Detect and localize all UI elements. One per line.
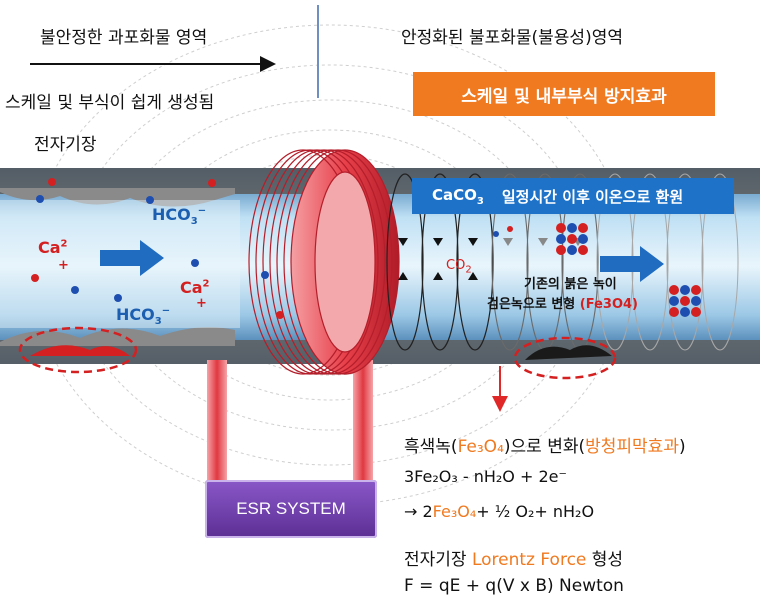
red-rust-outline	[18, 326, 138, 374]
note-line-4: 전자기장 Lorentz Force 형성	[404, 550, 624, 570]
hco3-ion-bottom: HCO3−	[116, 305, 171, 328]
orange-badge: 스케일 및 내부부식 방지효과	[413, 72, 715, 116]
crystal-cluster-2	[669, 285, 701, 317]
ca-ion-left: Ca2	[38, 238, 68, 257]
black-rust-outline	[513, 336, 617, 380]
note-line-2: 3Fe₂O₃ - nH₂O + 2e⁻	[404, 467, 567, 486]
flow-arrow-left	[100, 240, 164, 276]
hco3-ion-top: HCO3−	[152, 205, 207, 228]
rust-line-2: 검은녹으로 변형 (Fe3O4)	[487, 297, 638, 312]
esr-system-box: ESR SYSTEM	[205, 480, 377, 538]
scale-deposit-bottom	[0, 327, 235, 346]
left-region-subtitle: 스케일 및 부식이 쉽게 생성됨	[5, 93, 215, 113]
ca-ion-right-plus: +	[196, 296, 207, 311]
ca-ion-left-plus: +	[58, 258, 69, 273]
note-line-5: F = qE + q(V x B) Newton	[404, 576, 624, 596]
co2-label: CO2	[446, 258, 472, 276]
flow-arrow-right	[600, 246, 664, 282]
helix-field-lines	[386, 173, 494, 351]
caco3-label: CaCO3 일정시간 이후 이온으로 환원	[412, 178, 734, 214]
field-arrows	[398, 238, 478, 280]
right-region-title: 안정화된 불포화물(불용성)영역	[401, 28, 623, 48]
ion-particles	[31, 178, 284, 319]
rust-line-1: 기존의 붉은 녹이	[524, 277, 617, 292]
crystal-cluster-1	[556, 223, 588, 255]
caco3-formula: CaCO3	[432, 185, 484, 207]
note-line-1: 흑색녹(Fe₃O₄)으로 변화(방청피막효과)	[404, 437, 686, 457]
coil	[248, 149, 400, 375]
note-line-3: → 2Fe₃O₄+ ½ O₂+ nH₂O	[404, 502, 595, 521]
caco3-text: 일정시간 이후 이온으로 환원	[501, 187, 684, 206]
field-label: 전자기장	[34, 135, 97, 155]
red-rust-deposit	[30, 345, 130, 356]
left-region-title: 불안정한 과포화물 영역	[40, 28, 208, 48]
black-rust-deposit	[525, 345, 612, 360]
scale-deposit-top	[0, 188, 235, 207]
ca-ion-right: Ca2	[180, 278, 210, 297]
